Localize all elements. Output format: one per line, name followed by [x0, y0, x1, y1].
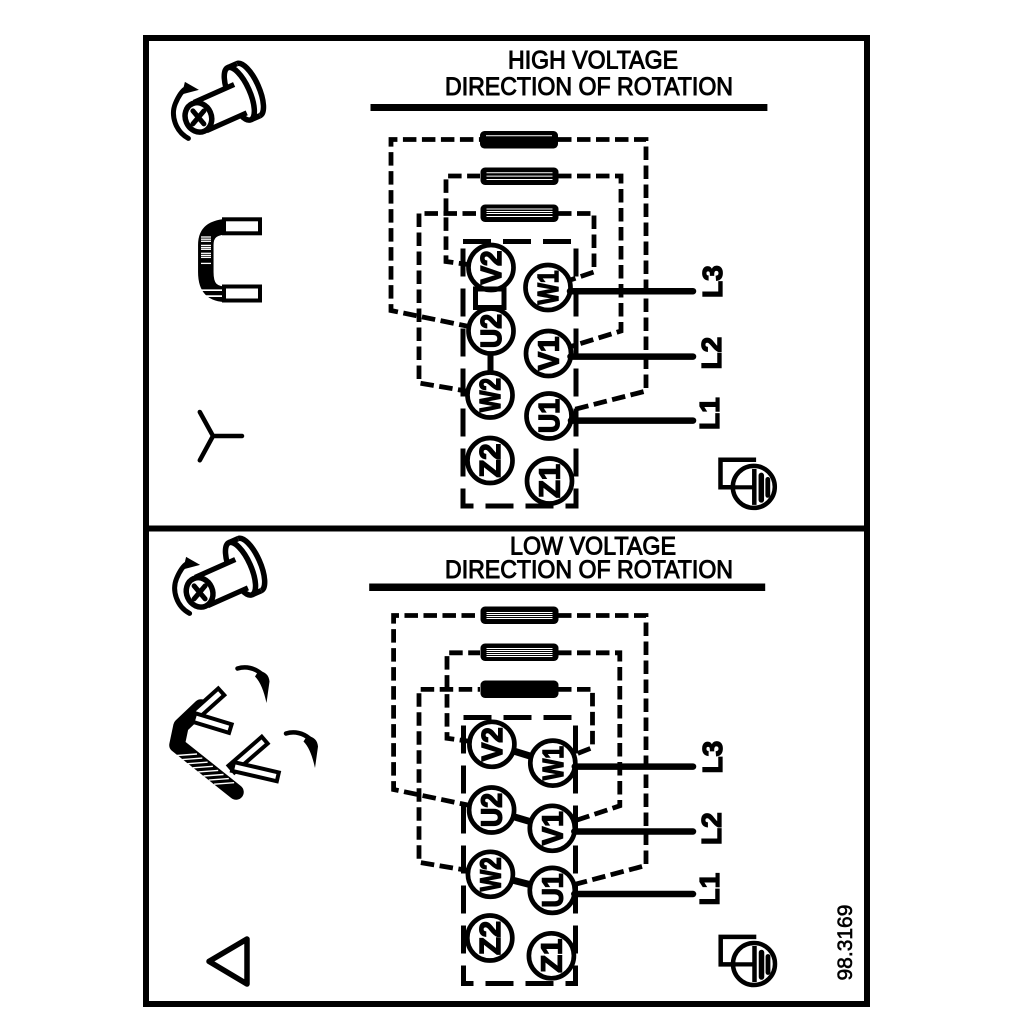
svg-text:L1: L1 [694, 873, 725, 906]
svg-text:V1: V1 [537, 811, 569, 845]
svg-text:W2: W2 [475, 378, 507, 412]
svg-text:98.3169: 98.3169 [834, 905, 857, 981]
svg-text:U2: U2 [477, 793, 509, 827]
svg-text:L3: L3 [697, 741, 728, 774]
svg-text:V2: V2 [476, 251, 508, 285]
svg-text:U2: U2 [476, 314, 508, 348]
svg-text:W1: W1 [533, 271, 565, 305]
svg-text:Z2: Z2 [475, 444, 507, 478]
svg-text:V1: V1 [534, 337, 566, 371]
svg-text:L3: L3 [697, 265, 728, 298]
svg-text:V2: V2 [477, 727, 509, 761]
svg-text:U1: U1 [534, 399, 566, 433]
svg-text:Z1: Z1 [535, 464, 567, 498]
svg-text:L2: L2 [696, 812, 727, 845]
svg-text:DIRECTION OF ROTATION: DIRECTION OF ROTATION [445, 73, 733, 101]
svg-text:Z1: Z1 [536, 939, 568, 973]
svg-text:L2: L2 [696, 337, 727, 370]
svg-text:Z2: Z2 [475, 921, 507, 955]
svg-text:HIGH VOLTAGE: HIGH VOLTAGE [508, 47, 678, 75]
svg-text:U1: U1 [537, 873, 569, 907]
svg-text:L1: L1 [694, 397, 725, 430]
svg-text:LOW VOLTAGE: LOW VOLTAGE [510, 533, 676, 561]
svg-text:W2: W2 [475, 857, 507, 891]
svg-text:DIRECTION OF ROTATION: DIRECTION OF ROTATION [445, 556, 733, 584]
svg-text:W1: W1 [538, 746, 570, 780]
